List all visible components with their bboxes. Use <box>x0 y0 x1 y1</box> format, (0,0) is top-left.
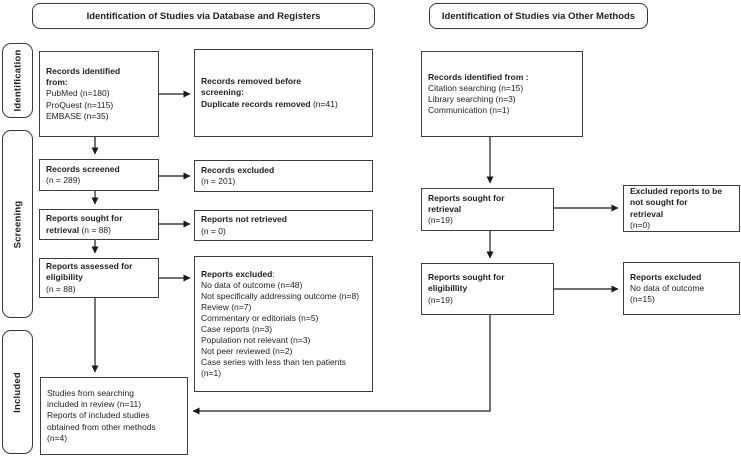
reports-excluded-db-reasons: No data of outcome (n=48) Not specifical… <box>201 279 360 379</box>
records-excluded-count: (n = 201) <box>201 176 236 186</box>
box-reports-assessed: Reports assessed for eligibility (n = 88… <box>39 258 159 298</box>
reports-sought-other-count: (n=19) <box>428 215 453 226</box>
phase-screening: Screening <box>2 130 33 318</box>
records-removed-title: Records removed before screening: <box>201 76 302 98</box>
included-studies-text: Studies from searching included in revie… <box>47 388 156 443</box>
header-database-registers-label: Identification of Studies via Database a… <box>86 10 321 22</box>
excluded-not-sought-title: Excluded reports to be not sought for re… <box>630 186 723 219</box>
reports-sought-db-title: Reports sought for retrieval <box>46 213 123 235</box>
reports-eligibility-other-count: (n=19) <box>428 294 453 305</box>
reports-excluded-db-title: Reports excluded <box>201 268 273 279</box>
records-screened-title: Records screened <box>46 163 120 174</box>
box-records-excluded: Records excluded (n = 201) <box>194 160 373 192</box>
phase-included: Included <box>2 330 33 454</box>
phase-identification: Identification <box>2 43 33 118</box>
box-records-identified-db: Records identified from: PubMed (n=180) … <box>39 51 159 137</box>
phase-screening-label: Screening <box>12 200 24 248</box>
reports-sought-other-title: Reports sought for retrieval <box>428 192 505 214</box>
reports-assessed-count: (n = 88) <box>46 283 76 294</box>
reports-sought-db-count: (n = 88) <box>79 224 111 235</box>
box-reports-excluded-other: Reports excluded No data of outcome (n=1… <box>623 262 740 315</box>
header-other-methods-label: Identification of Studies via Other Meth… <box>441 10 636 22</box>
records-removed-duplicates-count: (n=41) <box>310 98 338 109</box>
box-reports-sought-other: Reports sought for retrieval (n=19) <box>421 188 554 231</box>
records-identified-other-sources: Citation searching (n=15) Library search… <box>428 82 524 116</box>
box-records-screened: Records screened (n = 289) <box>39 159 159 191</box>
reports-eligibility-other-title: Reports sought for eligibillity <box>428 272 505 294</box>
reports-assessed-title: Reports assessed for eligibility <box>46 261 133 283</box>
excluded-not-sought-count: (n=0) <box>630 219 651 230</box>
box-reports-eligibility-other: Reports sought for eligibillity (n=19) <box>421 263 554 315</box>
reports-excluded-other-reason: No data of outcome (n=15) <box>630 282 705 305</box>
records-identified-other-title: Records identified from : <box>428 71 529 82</box>
header-database-registers: Identification of Studies via Database a… <box>32 3 375 29</box>
records-removed-duplicates-label: Duplicate records removed <box>201 98 311 109</box>
box-reports-not-retrieved: Reports not retrieved (n = 0) <box>194 210 373 241</box>
box-reports-excluded-db: Reports excluded: No data of outcome (n=… <box>194 256 373 392</box>
box-included-studies: Studies from searching included in revie… <box>40 377 188 455</box>
reports-not-retrieved-count: (n = 0) <box>201 225 226 236</box>
reports-not-retrieved-title: Reports not retrieved <box>201 214 287 225</box>
box-excluded-not-sought: Excluded reports to be not sought for re… <box>623 185 740 232</box>
records-excluded-title: Records excluded <box>201 164 275 175</box>
box-records-removed: Records removed before screening: Duplic… <box>194 49 373 137</box>
records-identified-db-title: Records identified from: <box>46 66 121 88</box>
header-other-methods: Identification of Studies via Other Meth… <box>429 3 648 29</box>
reports-excluded-db-colon: : <box>272 268 275 279</box>
phase-identification-label: Identification <box>12 49 24 112</box>
box-reports-sought-db: Reports sought for retrieval (n = 88) <box>39 209 159 240</box>
phase-included-label: Included <box>12 371 24 413</box>
records-identified-db-sources: PubMed (n=180) ProQuest (n=115) EMBASE (… <box>46 88 114 121</box>
records-screened-count: (n = 289) <box>46 175 81 185</box>
box-records-identified-other: Records identified from : Citation searc… <box>421 51 583 137</box>
reports-excluded-other-title: Reports excluded <box>630 271 702 282</box>
